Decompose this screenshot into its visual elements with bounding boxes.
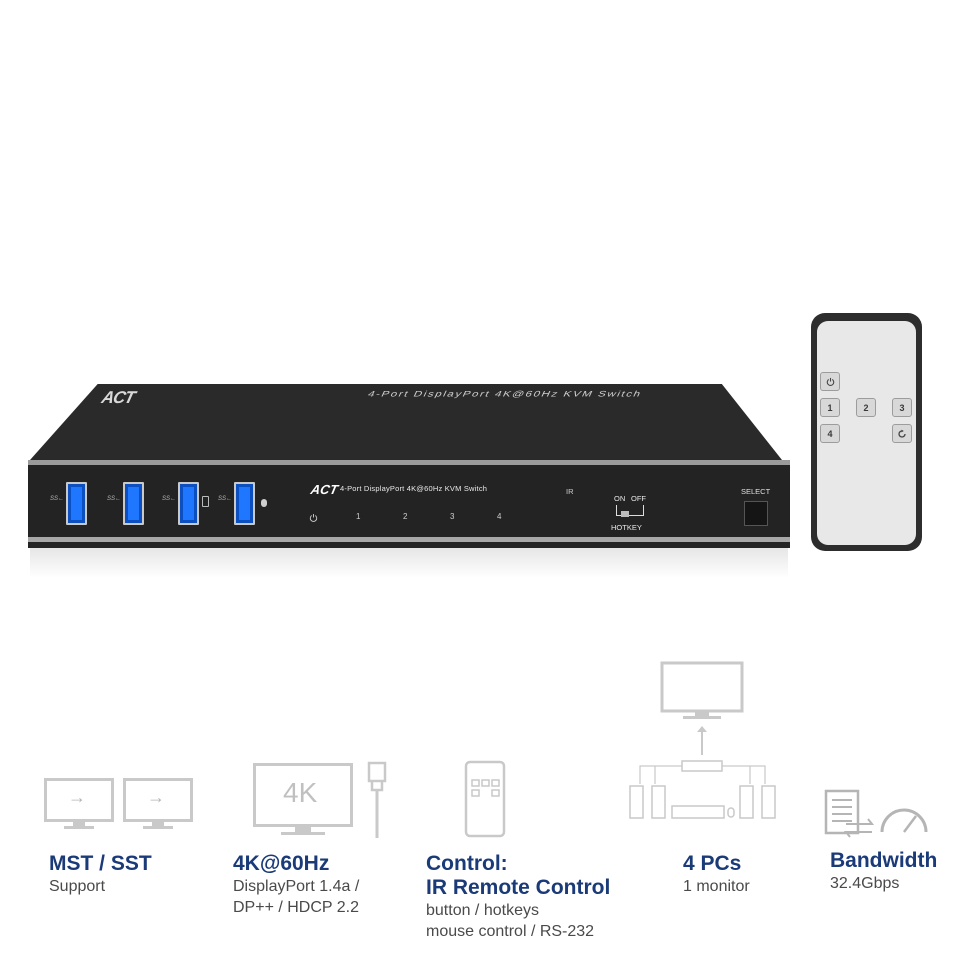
kvm-switch-front-panel (28, 460, 790, 548)
feature-line: button / hotkeys (426, 902, 539, 919)
feature-line: mouse control / RS-232 (426, 923, 595, 940)
port-label-2: 2 (403, 512, 408, 521)
feature-line: DisplayPort 1.4a / (233, 878, 360, 895)
usb-superspeed-label: SS← (218, 496, 233, 502)
hotkey-switch-frame (616, 505, 644, 516)
usb-superspeed-label: SS← (162, 496, 177, 502)
top-product-title: 4-Port DisplayPort 4K@60Hz KVM Switch (366, 390, 644, 399)
feature-title: Bandwidth (830, 849, 938, 872)
cycle-icon (898, 429, 906, 438)
keyboard-icon (202, 496, 209, 507)
feature-title: MST / SST (49, 852, 152, 875)
remote-icon (464, 760, 506, 838)
hotkey-toggle-switch[interactable] (621, 511, 629, 517)
ir-sensor-label: IR (566, 487, 574, 496)
front-trim-stripe (28, 537, 790, 542)
usb-port-3[interactable] (178, 482, 199, 525)
select-button[interactable] (744, 501, 768, 526)
power-icon (826, 377, 834, 386)
mouse-icon (261, 499, 267, 507)
front-brand-logo: ACT (309, 482, 340, 497)
port-label-1: 1 (356, 512, 361, 521)
usb-superspeed-label: SS← (50, 496, 65, 502)
usb-superspeed-label: SS← (107, 496, 122, 502)
bandwidth-icon (824, 789, 928, 838)
top-brand-logo: ACT (99, 388, 137, 407)
select-label: SELECT (741, 487, 771, 496)
remote-button-4[interactable]: 4 (820, 424, 840, 443)
feature-4k60: 4K@60Hz DisplayPort 1.4a / DP++ / HDCP 2… (233, 852, 359, 918)
feature-line: 1 monitor (683, 878, 750, 895)
remote-button-2[interactable]: 2 (856, 398, 876, 417)
hotkey-off-label: OFF (631, 494, 646, 503)
feature-title: 4K@60Hz (233, 852, 330, 875)
feature-4-pcs: 4 PCs 1 monitor (683, 852, 750, 897)
feature-mst-sst: MST / SST Support (49, 852, 152, 897)
remote-cycle-button[interactable] (892, 424, 912, 443)
usb-port-1[interactable] (66, 482, 87, 525)
4k-icon-text: 4K (283, 777, 318, 808)
port-label-4: 4 (497, 512, 502, 521)
device-shadow (30, 548, 788, 578)
hotkey-label: HOTKEY (611, 523, 642, 532)
feature-title: 4 PCs (683, 852, 742, 875)
displayport-cable-icon (367, 761, 387, 838)
four-pc-diagram-icon (629, 661, 776, 819)
feature-line: 32.4Gbps (830, 875, 900, 892)
remote-button-3[interactable]: 3 (892, 398, 912, 417)
feature-title-line: Control: (426, 852, 508, 875)
feature-title-line: IR Remote Control (426, 876, 611, 899)
power-icon (309, 510, 318, 528)
feature-control: Control: IR Remote Control button / hotk… (426, 852, 610, 942)
feature-bandwidth: Bandwidth 32.4Gbps (830, 849, 937, 894)
usb-port-2[interactable] (123, 482, 144, 525)
feature-line: Support (49, 878, 106, 895)
hotkey-on-label: ON (614, 494, 626, 503)
kvm-switch-top-panel (30, 384, 782, 460)
usb-port-4[interactable] (234, 482, 255, 525)
feature-line: DP++ / HDCP 2.2 (233, 899, 359, 916)
remote-button-1[interactable]: 1 (820, 398, 840, 417)
front-product-title: 4-Port DisplayPort 4K@60Hz KVM Switch (340, 484, 488, 493)
port-label-3: 3 (450, 512, 455, 521)
remote-power-button[interactable] (820, 372, 840, 391)
